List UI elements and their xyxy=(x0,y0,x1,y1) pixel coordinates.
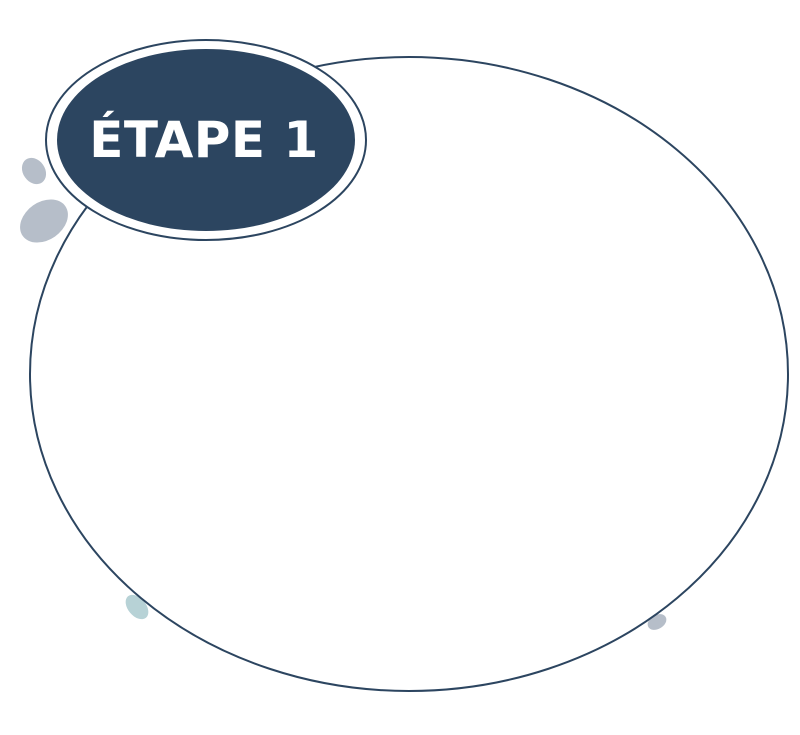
step-badge-label: ÉTAPE 1 xyxy=(89,110,319,169)
decorative-dot-large-left xyxy=(20,199,68,243)
decorative-dot-small-top-left xyxy=(21,157,47,185)
decorative-dot-teal-bottom-left xyxy=(125,594,149,620)
step-badge-fill xyxy=(57,49,355,231)
step-badge: ÉTAPE 1 xyxy=(45,39,367,241)
content-circle xyxy=(29,56,789,692)
